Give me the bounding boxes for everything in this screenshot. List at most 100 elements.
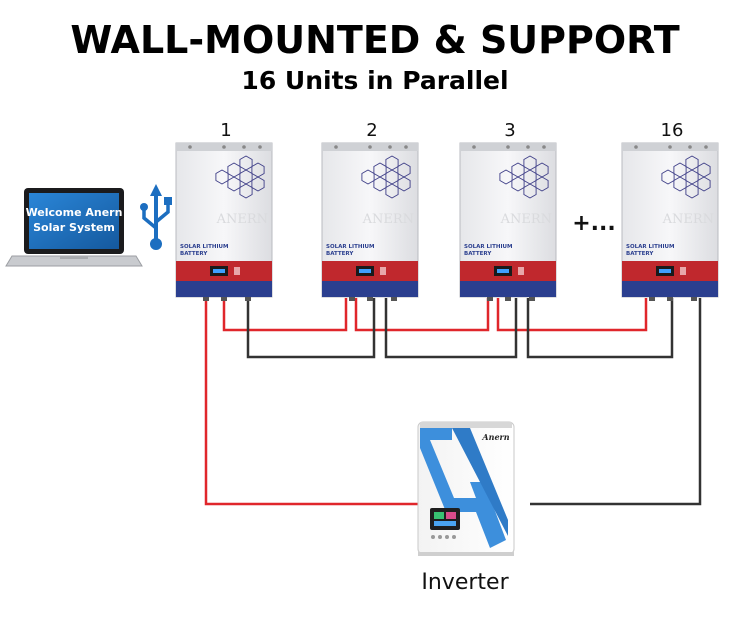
battery-terminal	[391, 297, 397, 301]
battery-hex-pattern	[499, 169, 513, 185]
battery-terminal	[529, 297, 535, 301]
battery-terminal	[649, 297, 655, 301]
inverter-button	[452, 535, 456, 539]
positive-cable-3-16	[496, 298, 648, 332]
battery-label-line1: SOLAR LITHIUM	[180, 244, 228, 250]
inverter-accent-shape	[420, 428, 506, 548]
inverter-button	[445, 535, 449, 539]
battery-hex-pattern	[239, 183, 253, 199]
battery-hex-pattern	[251, 176, 265, 192]
battery-label-line2: BATTERY	[464, 251, 492, 257]
battery-screw	[526, 145, 530, 149]
inverter-display-segment	[446, 512, 456, 519]
battery-screw	[258, 145, 262, 149]
battery-terminal	[505, 297, 511, 301]
negative-cable-main	[530, 298, 702, 506]
page-subtitle: 16 Units in Parallel	[241, 66, 509, 95]
battery-hex-pattern	[397, 176, 411, 192]
laptop-screen	[29, 193, 119, 249]
inverter-accent-stripe	[452, 428, 508, 536]
usb-icon	[140, 184, 172, 250]
inverter: Anern	[417, 421, 515, 556]
battery-hex-pattern	[361, 169, 375, 185]
battery-label-line2: BATTERY	[180, 251, 208, 257]
inverter-brand: Anern	[481, 432, 509, 442]
battery-indicator	[680, 267, 686, 275]
inverter-label: Inverter	[421, 570, 509, 595]
battery-hex-pattern	[523, 183, 537, 199]
battery-watermark: ANERN	[500, 212, 552, 227]
battery-number: 1	[220, 120, 231, 141]
battery-base-band	[322, 281, 418, 297]
battery-screw	[188, 145, 192, 149]
battery-indicator	[234, 267, 240, 275]
battery-screw	[668, 145, 672, 149]
negative-cable-2-3	[384, 298, 518, 359]
inverter-display-segment	[434, 521, 456, 526]
laptop-screen-line2: Solar System	[33, 221, 115, 234]
battery-number: 2	[366, 120, 377, 141]
battery-label-line1: SOLAR LITHIUM	[326, 244, 374, 250]
battery-screw	[334, 145, 338, 149]
more-units-ellipsis: +...	[572, 211, 616, 236]
battery-screw	[222, 145, 226, 149]
battery-label-line2: BATTERY	[326, 251, 354, 257]
battery-hex-pattern	[661, 169, 675, 185]
battery-terminal	[245, 297, 251, 301]
battery-hex-pattern	[385, 183, 399, 199]
battery-screw	[704, 145, 708, 149]
battery-screw	[368, 145, 372, 149]
laptop-notch	[60, 256, 88, 259]
laptop-base	[5, 255, 143, 267]
battery-number: 16	[661, 120, 684, 141]
battery-screw	[472, 145, 476, 149]
battery-display-digits	[213, 269, 225, 273]
battery-screw	[404, 145, 408, 149]
battery-label-line1: SOLAR LITHIUM	[464, 244, 512, 250]
inverter-bottom	[418, 552, 514, 556]
battery-screw	[688, 145, 692, 149]
battery-display-digits	[497, 269, 509, 273]
battery-screw	[506, 145, 510, 149]
battery-hex-pattern	[685, 183, 699, 199]
laptop: Welcome Anern Solar System	[5, 188, 143, 267]
battery-number: 3	[504, 120, 515, 141]
inverter-button	[431, 535, 435, 539]
battery-screw	[388, 145, 392, 149]
battery-terminal	[367, 297, 373, 301]
battery-watermark: ANERN	[362, 212, 414, 227]
negative-cables	[246, 298, 702, 506]
positive-cable-2-3	[354, 298, 490, 332]
battery-base-band	[176, 281, 272, 297]
battery-terminal	[667, 297, 673, 301]
battery-label-line1: SOLAR LITHIUM	[626, 244, 674, 250]
battery-screw	[634, 145, 638, 149]
battery-base-band	[460, 281, 556, 297]
positive-cable-main	[204, 298, 420, 506]
battery-indicator	[380, 267, 386, 275]
negative-cable-1-2	[246, 298, 376, 359]
battery-watermark: ANERN	[662, 212, 714, 227]
positive-cables	[204, 298, 648, 506]
battery-indicator	[518, 267, 524, 275]
battery-display-digits	[359, 269, 371, 273]
battery-terminal	[487, 297, 493, 301]
battery-watermark: ANERN	[216, 212, 268, 227]
battery-hex-pattern	[535, 176, 549, 192]
battery-terminal	[349, 297, 355, 301]
laptop-screen-line1: Welcome Anern	[26, 206, 123, 219]
battery-base-band	[622, 281, 718, 297]
positive-cable-1-2	[222, 298, 348, 332]
negative-cable-3-16	[526, 298, 674, 359]
battery-label-line2: BATTERY	[626, 251, 654, 257]
battery-hex-pattern	[215, 169, 229, 185]
battery-terminal	[203, 297, 209, 301]
inverter-display-segment	[434, 512, 444, 519]
battery-hex-pattern	[697, 176, 711, 192]
